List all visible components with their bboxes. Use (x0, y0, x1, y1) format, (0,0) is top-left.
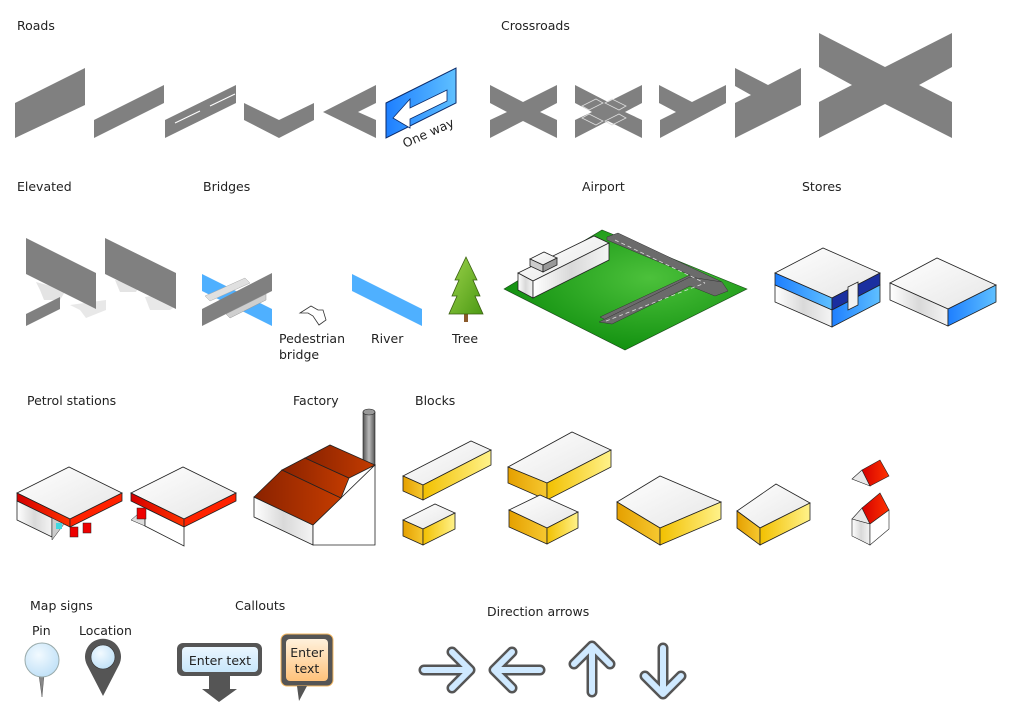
section-label-map-signs: Map signs (30, 598, 93, 613)
location-icon[interactable] (85, 638, 121, 696)
store-small[interactable] (889, 257, 997, 327)
airport[interactable] (503, 229, 748, 351)
tree-icon[interactable] (448, 256, 484, 322)
caption-pin: Pin (32, 623, 51, 638)
section-label-callouts: Callouts (235, 598, 286, 613)
pin-icon[interactable] (24, 642, 60, 698)
caption-tree: Tree (452, 331, 479, 346)
section-label-stores: Stores (802, 179, 842, 194)
crossroad-t[interactable] (659, 85, 726, 138)
block-long-wide[interactable] (507, 431, 612, 501)
caption-pedestrian-bridge-line2: bridge (279, 347, 320, 362)
block-small[interactable] (402, 503, 456, 546)
store-large[interactable] (774, 247, 881, 328)
caption-location: Location (79, 623, 132, 638)
road-straight-wide[interactable] (15, 68, 85, 138)
pedestrian-bridge[interactable] (298, 305, 327, 326)
block-large-square[interactable] (616, 475, 723, 546)
arrow-left-icon-2[interactable] (488, 646, 546, 694)
block-medium[interactable] (508, 494, 579, 545)
roof-piece[interactable] (851, 459, 890, 487)
river[interactable] (352, 274, 422, 326)
section-label-roads: Roads (17, 18, 55, 33)
section-label-direction-arrows: Direction arrows (487, 604, 590, 619)
crossroads-group (490, 33, 952, 138)
elevated-road[interactable] (105, 238, 176, 310)
block-long-thin[interactable] (402, 440, 492, 501)
caption-river: River (371, 331, 404, 346)
section-label-airport: Airport (582, 179, 625, 194)
arrow-down-icon[interactable] (639, 642, 687, 700)
caption-pedestrian-bridge-line1: Pedestrian (279, 331, 346, 346)
section-label-bridges: Bridges (203, 179, 251, 194)
house[interactable] (851, 492, 890, 546)
crossroad-with-crosswalks[interactable] (575, 85, 642, 138)
road-straight-narrow[interactable] (94, 85, 164, 138)
petrol-station-1[interactable] (16, 466, 123, 541)
bridges-group (202, 256, 484, 326)
road-turn-left[interactable] (323, 85, 376, 138)
roads-group: One way (15, 67, 457, 151)
section-label-elevated: Elevated (17, 179, 72, 194)
petrol-station-2[interactable] (130, 466, 237, 547)
section-label-blocks: Blocks (415, 393, 456, 408)
section-label-crossroads: Crossroads (501, 18, 570, 33)
road-turn-v[interactable] (244, 103, 314, 138)
crossroad-x[interactable] (490, 85, 557, 138)
callout-orange[interactable]: Enter text (280, 633, 334, 701)
callout-blue-text[interactable]: Enter text (189, 653, 251, 668)
callout-orange-text-line1[interactable]: Enter (290, 645, 324, 660)
arrow-left-icon (392, 89, 448, 129)
block-flat[interactable] (736, 483, 811, 546)
callout-blue[interactable]: Enter text (177, 643, 262, 702)
crossroad-x-large[interactable] (819, 33, 952, 138)
arrow-up-icon[interactable] (568, 640, 616, 698)
section-label-petrol-stations: Petrol stations (27, 393, 117, 408)
one-way-sign[interactable]: One way (385, 67, 457, 151)
elevated-road-crossing[interactable] (26, 238, 106, 326)
road-bridge-over-river[interactable] (202, 273, 272, 326)
arrow-right-icon[interactable] (418, 646, 476, 694)
caption-pedestrian-bridge: Pedestrian bridge (279, 331, 345, 363)
terminal-building (517, 235, 610, 299)
callout-orange-text-line2[interactable]: text (295, 661, 320, 676)
section-label-factory: Factory (293, 393, 339, 408)
road-with-markings[interactable] (165, 85, 236, 138)
crossroad-t-wide[interactable] (735, 68, 801, 138)
factory[interactable] (253, 408, 376, 546)
elevated-group (26, 238, 176, 326)
